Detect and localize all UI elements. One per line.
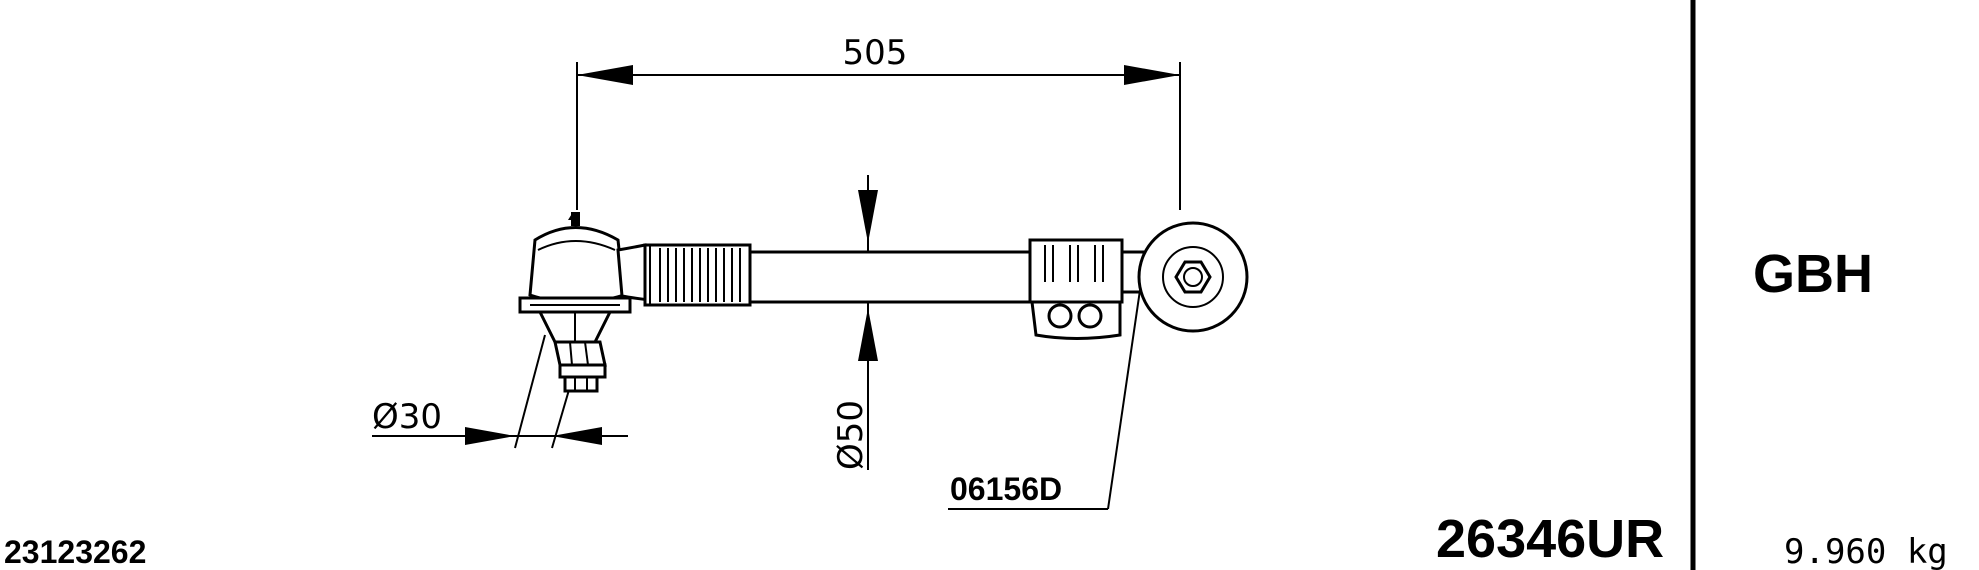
knurled-sleeve [643, 243, 752, 307]
weight-label: 9.960 kg [1784, 532, 1948, 570]
bush-part-number: 06156D [950, 471, 1062, 507]
bush-leader: 06156D [948, 289, 1141, 510]
length-dimension-value: 505 [843, 33, 908, 73]
ball-joint-housing [518, 212, 632, 393]
eye-end [1120, 221, 1249, 333]
clamp-block [1028, 238, 1124, 340]
brand-label: GBH [1753, 244, 1873, 304]
ball-pin-diameter-dimension: Ø30 [372, 334, 628, 449]
ball-pin-diameter-value: Ø30 [372, 397, 442, 437]
part-number: 26346UR [1436, 509, 1664, 569]
tie-rod-drawing [518, 212, 1249, 393]
length-dimension: 505 [576, 33, 1181, 210]
hex-bolt-icon [1174, 260, 1212, 294]
left-code: 23123262 [4, 534, 146, 570]
tube-diameter-value: Ø50 [831, 400, 871, 470]
tube-diameter-dimension: Ø50 [831, 175, 878, 470]
rod-tube [748, 250, 1032, 304]
